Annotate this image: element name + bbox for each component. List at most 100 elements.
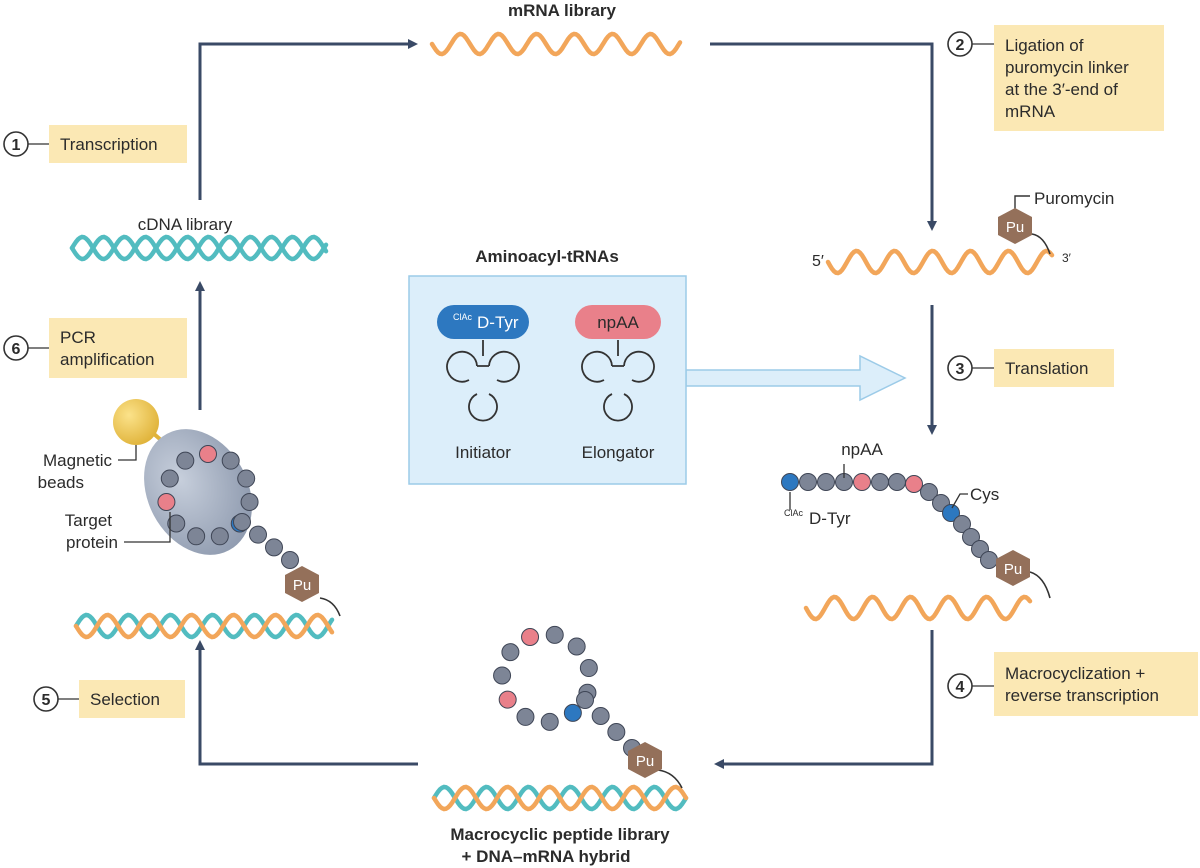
dtyr-label: D-Tyr bbox=[809, 509, 851, 528]
mrna-library-title: mRNA library bbox=[508, 1, 617, 20]
linker-line bbox=[1031, 233, 1051, 255]
magnetic-bead bbox=[113, 399, 159, 445]
step-number-badge bbox=[947, 673, 973, 699]
amino-acid-residue bbox=[210, 527, 229, 546]
cys-label: Cys bbox=[970, 485, 999, 504]
npaa-residue bbox=[521, 627, 540, 646]
step-label-line: at the 3′-end of bbox=[1005, 80, 1118, 99]
magnetic-label-line1: Magnetic bbox=[43, 451, 112, 470]
macrocyclic-peptide-beads bbox=[493, 625, 641, 757]
mrna-library-strand bbox=[429, 31, 683, 57]
step-label-line: amplification bbox=[60, 350, 155, 369]
cdna-strand-b bbox=[69, 234, 329, 262]
amino-acid-residue bbox=[567, 637, 586, 656]
amino-acid-residue bbox=[962, 528, 980, 546]
target-label-line1: Target bbox=[65, 511, 113, 530]
step-box bbox=[994, 25, 1164, 131]
pu-label: Pu bbox=[293, 577, 311, 594]
step-box bbox=[49, 318, 187, 378]
trna-cloverleaf-icon bbox=[446, 340, 520, 422]
npaa-label: npAA bbox=[841, 440, 883, 459]
step-label-line: Translation bbox=[1005, 359, 1088, 378]
amino-acid-residue bbox=[281, 551, 299, 569]
npaa-residue bbox=[498, 690, 517, 709]
step-number: 4 bbox=[956, 679, 965, 696]
puromycin-mrna-strand bbox=[825, 248, 1055, 276]
amino-acid-residue bbox=[920, 483, 938, 501]
amino-acid-residue bbox=[240, 492, 259, 511]
step-label-line: Macrocyclization + bbox=[1005, 664, 1145, 683]
arrow-ligation bbox=[710, 42, 937, 231]
cycle-arrows bbox=[195, 39, 937, 769]
dtyr-label: D-Tyr bbox=[477, 313, 519, 332]
macrocyclic-peptide: Pu bbox=[493, 625, 683, 789]
step-number-badge bbox=[3, 335, 29, 361]
three-prime-label: 3′ bbox=[1062, 251, 1072, 265]
special-residue bbox=[942, 504, 960, 522]
puromycin-hexagon bbox=[998, 208, 1032, 244]
npaa-badge bbox=[575, 305, 661, 339]
step-box bbox=[79, 680, 185, 718]
step-number: 3 bbox=[956, 361, 965, 378]
npaa-residue bbox=[905, 475, 923, 493]
amino-acid-residue bbox=[591, 707, 610, 725]
step-number-badge bbox=[33, 686, 59, 712]
step-box bbox=[994, 349, 1114, 387]
trna-panel: ClAc D-Tyr Initiator npAA Elongator bbox=[408, 275, 907, 485]
amino-acid-residue bbox=[799, 473, 817, 491]
npaa-residue bbox=[853, 473, 871, 491]
npaa-residue bbox=[199, 445, 217, 463]
pu-label: Pu bbox=[636, 753, 654, 770]
step-number-badge bbox=[947, 31, 973, 57]
amino-acid-residue bbox=[871, 473, 889, 491]
amino-acid-residue bbox=[160, 469, 179, 488]
linker-line bbox=[1029, 571, 1051, 599]
hybrid-mrna-strand bbox=[431, 784, 689, 812]
pu-label: Pu bbox=[1006, 219, 1024, 236]
initiator-trna: ClAc D-Tyr Initiator bbox=[437, 305, 529, 462]
amino-acid-residue bbox=[221, 451, 240, 470]
amino-acid-residue bbox=[607, 723, 626, 741]
puromycin-label: Puromycin bbox=[1034, 189, 1114, 208]
step-label-line: Ligation of bbox=[1005, 36, 1084, 55]
nucleic-acid-strands bbox=[69, 31, 1055, 812]
step-label-line: reverse transcription bbox=[1005, 686, 1159, 705]
elongator-trna: npAA Elongator bbox=[575, 305, 661, 462]
translated-mrna-strand bbox=[803, 594, 1033, 622]
amino-acid-residue bbox=[265, 538, 283, 557]
step-label-line: mRNA bbox=[1005, 102, 1056, 121]
amino-acid-residue bbox=[233, 513, 251, 531]
target-label-line2: protein bbox=[66, 533, 118, 552]
puromycin-hexagon bbox=[996, 550, 1030, 586]
arrow-macrocyclization bbox=[714, 630, 934, 769]
arrow-transcription bbox=[198, 39, 418, 200]
amino-acid-residue bbox=[953, 515, 971, 533]
linear-peptide-beads bbox=[781, 473, 998, 569]
step-3: 3 Translation bbox=[947, 349, 1114, 387]
bound-peptide-beads bbox=[157, 445, 299, 569]
amino-acid-residue bbox=[516, 707, 535, 726]
amino-acid-residue bbox=[579, 659, 598, 678]
cdna-library-title: cDNA library bbox=[138, 215, 233, 234]
elongator-label: Elongator bbox=[582, 443, 655, 462]
puromycin-hexagon bbox=[285, 566, 319, 602]
magnetic-label-line2: beads bbox=[38, 473, 84, 492]
step-number-badge bbox=[947, 355, 973, 381]
step-number: 1 bbox=[12, 137, 21, 154]
special-residue bbox=[563, 703, 582, 722]
pu-label: Pu bbox=[1004, 561, 1022, 578]
amino-acid-residue bbox=[817, 473, 835, 491]
step-label-line: PCR bbox=[60, 328, 96, 347]
step-label-line: puromycin linker bbox=[1005, 58, 1129, 77]
amino-acid-residue bbox=[501, 643, 520, 662]
amino-acid-residue bbox=[237, 469, 256, 488]
cys-leader bbox=[951, 493, 968, 509]
step-number-badge bbox=[3, 131, 29, 157]
npaa-badge-label: npAA bbox=[597, 313, 639, 332]
amino-acid-residue bbox=[167, 514, 186, 533]
